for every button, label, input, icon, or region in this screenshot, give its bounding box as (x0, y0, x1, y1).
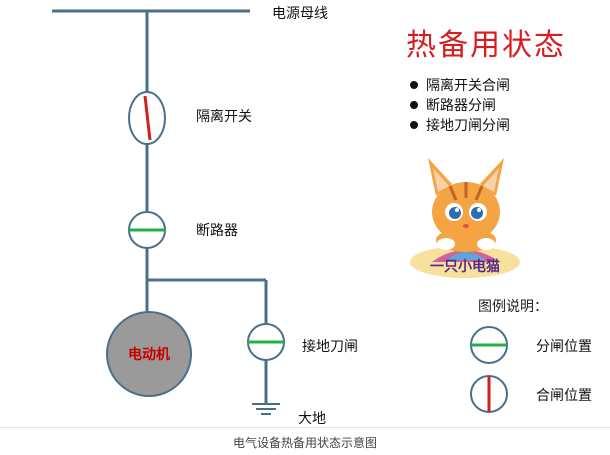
grounding-switch-label: 接地刀闸 (302, 339, 358, 355)
legend-open-symbol (470, 326, 508, 364)
mascot-cat-image (410, 158, 520, 278)
bullet-icon (410, 101, 418, 109)
legend-open-label: 分闸位置 (536, 339, 592, 355)
status-item: 隔离开关合闸 (410, 76, 510, 96)
status-item: 断路器分闸 (410, 96, 510, 116)
status-item-text: 断路器分闸 (426, 98, 496, 114)
circuit-breaker (128, 211, 166, 249)
mascot-text: 一只小电猫 (430, 259, 500, 275)
figure-caption: 电气设备热备用状态示意图 (232, 436, 377, 450)
power-bus-label: 电源母线 (272, 6, 328, 22)
earth-symbol (252, 403, 280, 415)
grounding-switch (247, 323, 285, 361)
status-item-text: 隔离开关合闸 (426, 78, 510, 94)
legend-closed-label: 合闸位置 (536, 388, 592, 404)
diagram-title: 热备用状态 (406, 28, 566, 63)
status-list: 隔离开关合闸 断路器分闸 接地刀闸分闸 (410, 76, 510, 136)
motor-label: 电动机 (128, 347, 170, 363)
isolator-switch (128, 91, 166, 145)
bullet-icon (410, 121, 418, 129)
status-item-text: 接地刀闸分闸 (426, 118, 510, 134)
circuit-breaker-label: 断路器 (196, 223, 238, 239)
motor-symbol (106, 311, 192, 397)
isolator-switch-label: 隔离开关 (196, 109, 252, 125)
status-item: 接地刀闸分闸 (410, 116, 510, 136)
earth-label: 大地 (298, 411, 326, 427)
legend-title: 图例说明： (478, 299, 548, 315)
bullet-icon (410, 81, 418, 89)
caption-divider (0, 427, 610, 428)
legend-closed-symbol (470, 375, 508, 413)
